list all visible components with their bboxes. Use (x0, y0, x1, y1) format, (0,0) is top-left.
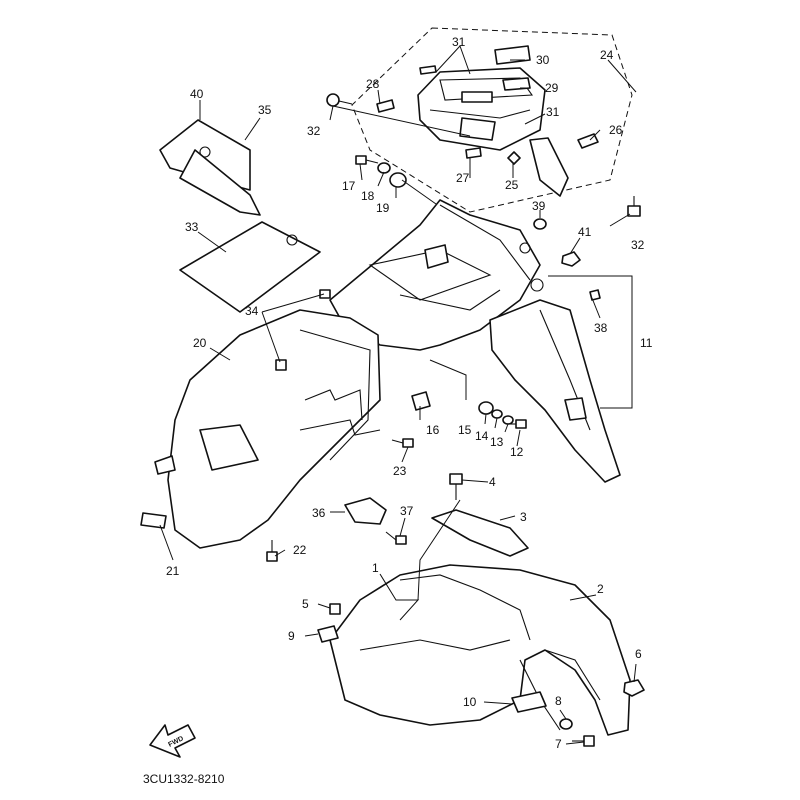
washer-18 (377, 162, 391, 174)
callout-40: 40 (190, 87, 204, 101)
clamp-9 (317, 625, 339, 643)
bolt-17 (355, 155, 379, 165)
damper-16 (411, 391, 431, 411)
callout-21: 21 (166, 564, 180, 578)
cap-38 (589, 289, 601, 301)
callout-20: 20 (193, 336, 207, 350)
callout-12: 12 (510, 445, 524, 459)
cushion-28 (376, 99, 395, 113)
callout-19: 19 (376, 201, 390, 215)
callout-36: 36 (312, 506, 326, 520)
callout-25: 25 (505, 178, 519, 192)
callout-labels: 1 2 3 4 5 6 7 8 9 10 11 12 13 14 15 16 1… (166, 35, 653, 751)
callout-7: 7 (555, 737, 562, 751)
callout-34: 34 (245, 304, 259, 318)
callout-33: 33 (185, 220, 199, 234)
bolt-37 (385, 531, 407, 545)
license-bracket-40 (159, 119, 261, 216)
drawing-code: 3CU1332-8210 (143, 772, 225, 786)
bolt-22 (266, 540, 278, 562)
cushion-34a (319, 289, 331, 299)
callout-35: 35 (258, 103, 272, 117)
stay-10 (511, 691, 547, 713)
callout-29: 29 (545, 81, 559, 95)
grommet-39 (533, 218, 547, 230)
callout-31-top: 31 (452, 35, 466, 49)
clip-26 (577, 133, 599, 149)
cushion-34b (275, 359, 287, 371)
callout-26: 26 (609, 123, 623, 137)
callout-27: 27 (456, 171, 470, 185)
callout-6: 6 (635, 647, 642, 661)
callout-16: 16 (426, 423, 440, 437)
callout-28: 28 (366, 77, 380, 91)
bracket-26 (529, 137, 569, 197)
callout-11: 11 (640, 336, 653, 350)
nut-6 (623, 679, 645, 697)
bolt-7 (572, 735, 595, 747)
collar-15 (478, 401, 494, 415)
bolt-32-right (627, 196, 641, 217)
washer-13 (502, 415, 514, 425)
bolt-32-left (326, 93, 353, 107)
callout-15: 15 (458, 423, 472, 437)
callout-2: 2 (597, 582, 604, 596)
callout-23: 23 (393, 464, 407, 478)
damper-5 (329, 603, 341, 615)
callout-39: 39 (532, 199, 546, 213)
lens-plate (494, 45, 531, 65)
cushion-top (419, 65, 437, 75)
callout-37: 37 (400, 504, 414, 518)
front-fender (329, 564, 631, 736)
callout-5: 5 (302, 597, 309, 611)
washer-14 (491, 409, 503, 419)
cushion-27 (465, 147, 482, 159)
callout-17: 17 (342, 179, 356, 193)
callout-31-right: 31 (546, 105, 560, 119)
callout-14: 14 (475, 429, 489, 443)
callout-13: 13 (490, 435, 504, 449)
callout-4: 4 (489, 475, 496, 489)
callout-32-left: 32 (307, 124, 321, 138)
grommet-25 (507, 151, 521, 165)
callout-3: 3 (520, 510, 527, 524)
callout-24: 24 (600, 48, 614, 62)
callout-32-right: 32 (631, 238, 645, 252)
washer-8 (559, 718, 573, 730)
bolt-23 (391, 438, 414, 448)
callout-22: 22 (293, 543, 307, 557)
callout-10: 10 (463, 695, 477, 709)
brace-3 (431, 509, 529, 557)
callout-18: 18 (361, 189, 375, 203)
tail-light-assembly-boundary (351, 27, 633, 213)
rear-fender-20 (154, 309, 381, 549)
callout-41: 41 (578, 225, 592, 239)
stay-36 (344, 497, 387, 525)
rear-frame-assembly (329, 199, 544, 351)
license-plate-33 (179, 221, 321, 313)
forward-arrow-icon: FWD (149, 724, 196, 758)
callout-1: 1 (372, 561, 379, 575)
callout-38: 38 (594, 321, 608, 335)
callout-30: 30 (536, 53, 550, 67)
collar-19 (389, 172, 407, 188)
bolt-4 (449, 473, 463, 500)
leader-lines (159, 45, 637, 745)
rear-fender-11 (489, 299, 621, 483)
reflector-21 (140, 512, 167, 529)
callout-9: 9 (288, 629, 295, 643)
nut-41 (561, 251, 581, 267)
callout-8: 8 (555, 694, 562, 708)
